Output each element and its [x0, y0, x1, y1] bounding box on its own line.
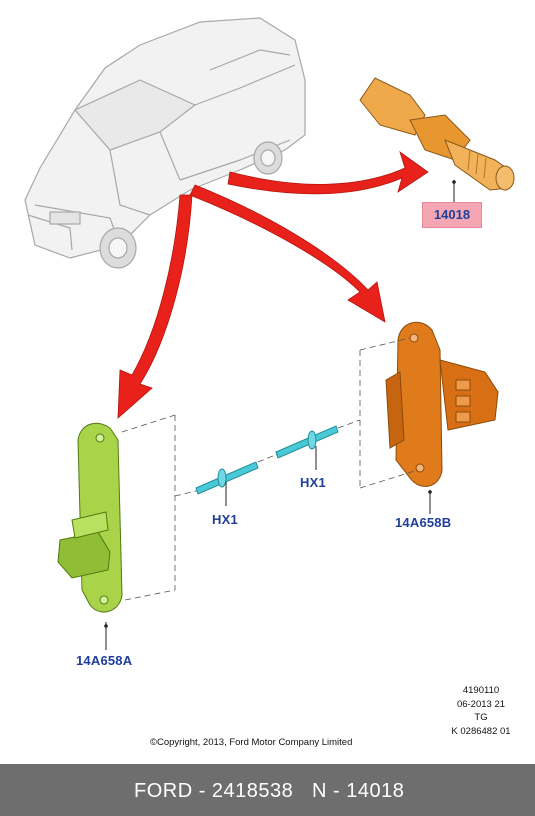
left-bracket-leader-dot — [104, 624, 108, 628]
rivet-left-label[interactable]: HX1 — [212, 512, 238, 527]
meta-line-1: 4190110 — [462, 685, 500, 696]
red-arrows — [117, 150, 429, 419]
right-bracket-leader-dot — [428, 490, 432, 494]
right-bracket-guides — [359, 337, 419, 489]
footer-part-number: FORD - 2418538 — [134, 780, 294, 802]
left-bracket-label[interactable]: 14A658A — [76, 653, 133, 668]
rivet-left — [195, 461, 259, 495]
van-illustration — [24, 17, 306, 269]
sensor-part — [359, 77, 515, 191]
meta-line-4: K 0286482 01 — [451, 725, 511, 737]
rivet-right — [275, 425, 339, 459]
sensor-part-label[interactable]: 14018 — [433, 207, 471, 222]
right-bracket — [385, 321, 499, 487]
left-bracket-guides — [121, 414, 201, 601]
rivet-right-label[interactable]: HX1 — [300, 475, 326, 490]
left-bracket — [57, 422, 123, 613]
copyright-notice: ©Copyright, 2013, Ford Motor Company Lim… — [150, 737, 353, 748]
rivet-guides — [257, 419, 361, 463]
meta-line-2: 06-2013 21 — [456, 698, 506, 710]
footer-bar: FORD - 2418538 N - 14018 — [0, 764, 535, 816]
part-highlight-box — [422, 202, 482, 228]
right-bracket-label[interactable]: 14A658B — [395, 515, 452, 530]
footer-reference-number: N - 14018 — [312, 780, 405, 802]
sensor-leader-dot — [452, 180, 456, 184]
diagram-metadata: 4190110 06-2013 21 TG K 0286482 01 — [436, 684, 526, 738]
meta-line-3: TG — [474, 712, 488, 723]
